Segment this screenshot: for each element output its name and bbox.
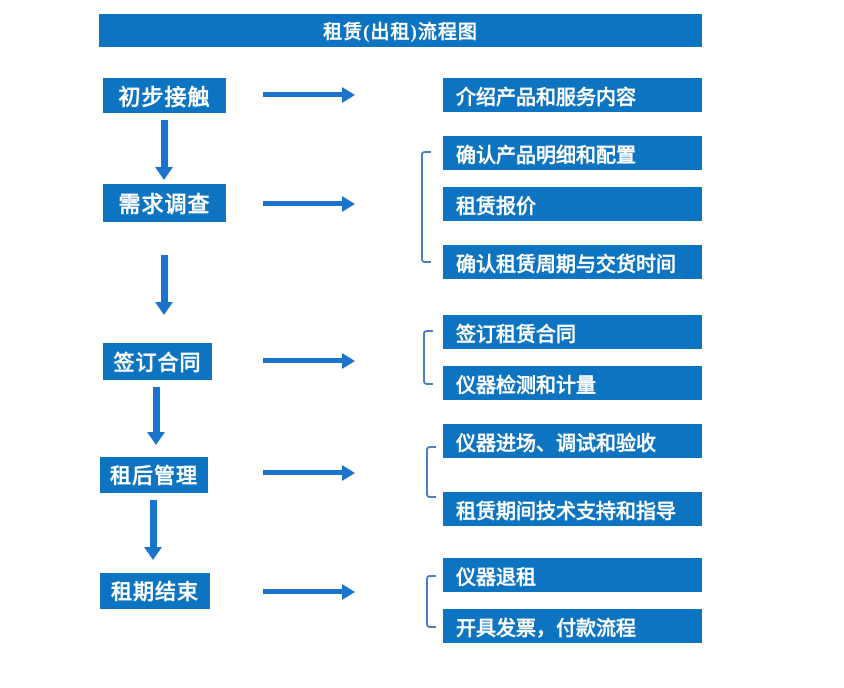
down-arrow-icon — [147, 387, 165, 445]
detail-box-sign-rental-contract: 签订租赁合同 — [443, 315, 702, 349]
step-box-post-rental-management: 租后管理 — [100, 457, 208, 493]
right-arrow-icon — [263, 584, 355, 600]
group-bracket-post-rental-management — [426, 446, 436, 498]
detail-box-rental-quotation: 租赁报价 — [443, 187, 702, 221]
step-box-initial-contact: 初步接触 — [103, 78, 226, 113]
group-bracket-rental-end — [426, 575, 436, 628]
detail-box-confirm-product-details-config: 确认产品明细和配置 — [443, 136, 702, 170]
down-arrow-icon — [155, 255, 173, 315]
detail-box-instrument-return: 仪器退租 — [443, 558, 702, 592]
detail-box-tech-support-during-rental: 租赁期间技术支持和指导 — [443, 492, 702, 526]
page-title: 租赁(出租)流程图 — [99, 14, 702, 47]
step-box-demand-survey: 需求调查 — [103, 184, 226, 222]
right-arrow-icon — [263, 87, 355, 103]
step-box-rental-end: 租期结束 — [100, 573, 210, 609]
group-bracket-sign-contract — [423, 330, 433, 385]
group-bracket-demand-survey — [421, 151, 431, 263]
detail-box-introduce-products-services: 介绍产品和服务内容 — [443, 78, 702, 112]
step-box-sign-contract: 签订合同 — [103, 343, 212, 380]
down-arrow-icon — [144, 500, 162, 560]
detail-box-instrument-entry-debug-acceptance: 仪器进场、调试和验收 — [443, 424, 702, 458]
detail-box-confirm-rental-period-delivery: 确认租赁周期与交货时间 — [443, 245, 702, 279]
right-arrow-icon — [263, 465, 355, 481]
detail-box-instrument-testing-metering: 仪器检测和计量 — [443, 366, 702, 400]
right-arrow-icon — [263, 196, 355, 212]
detail-box-invoice-payment-process: 开具发票，付款流程 — [443, 609, 702, 643]
right-arrow-icon — [263, 353, 355, 369]
down-arrow-icon — [155, 120, 173, 180]
